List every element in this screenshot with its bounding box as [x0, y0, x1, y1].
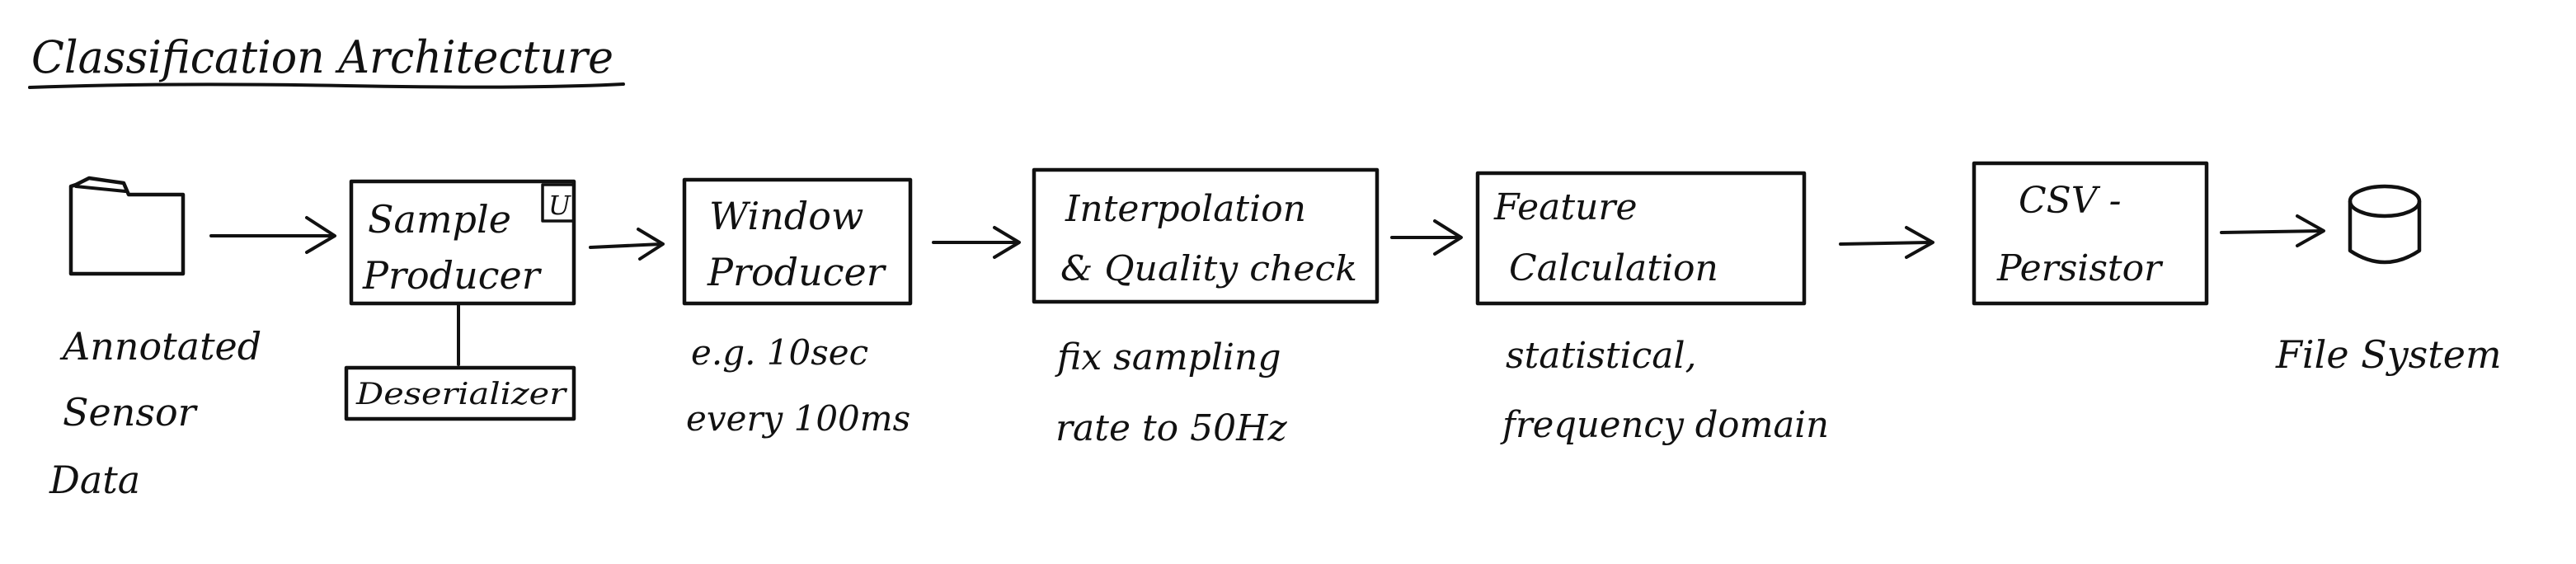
diagram-title: Classification Architecture: [31, 31, 613, 83]
source-label-line-3: Data: [49, 458, 140, 502]
feature-calculation-label-line-1: Feature: [1493, 186, 1638, 228]
arrow-source-to-sample-producer: [209, 216, 336, 254]
feature-calculation-box[interactable]: [1475, 171, 1807, 306]
csv-persistor-label-line-2: Persistor: [1996, 247, 2164, 289]
sample-producer-label-line-2: Producer: [362, 253, 543, 298]
source-label-line-1: Annotated: [59, 324, 261, 369]
deserializer-label: Deserializer: [355, 378, 567, 411]
file-system-label: File System: [2275, 332, 2502, 377]
window-producer-box[interactable]: [682, 177, 913, 306]
window-producer-label-line-1: Window: [709, 194, 863, 238]
sample-producer-node[interactable]: U Sample Producer: [349, 179, 576, 306]
csv-persistor-label-line-1: CSV -: [2019, 180, 2121, 222]
sample-producer-badge: U: [548, 190, 571, 221]
feature-calculation-label-line-2: Calculation: [1509, 247, 1718, 289]
window-producer-note-line-2: every 100ms: [686, 398, 910, 439]
folder-icon: [68, 176, 186, 276]
window-producer-note-line-1: e.g. 10sec: [691, 332, 868, 373]
deserializer-node[interactable]: Deserializer: [344, 365, 576, 421]
arrow-csv-persistor-to-file-system: [2220, 214, 2325, 247]
interpolation-label-line-1: Interpolation: [1065, 188, 1306, 230]
feature-calculation-note-line-1: statistical,: [1506, 335, 1697, 377]
feature-calculation-node[interactable]: Feature Calculation statistical, frequen…: [1475, 171, 1829, 446]
source-node: Annotated Sensor Data: [49, 176, 261, 502]
database-icon: [2348, 184, 2422, 265]
feature-calculation-note-line-2: frequency domain: [1500, 404, 1829, 446]
deserializer-box[interactable]: [344, 365, 576, 421]
arrow-interpolation-to-feature-calculation: [1390, 219, 1463, 256]
arrow-feature-calculation-to-csv-persistor: [1839, 226, 1934, 259]
interpolation-note-line-1: fix sampling: [1055, 336, 1281, 378]
sample-producer-label-line-1: Sample: [368, 197, 511, 242]
csv-persistor-box[interactable]: [1972, 161, 2209, 306]
arrow-window-producer-to-interpolation: [932, 226, 1021, 259]
file-system-node: File System: [2275, 184, 2502, 377]
window-producer-node[interactable]: Window Producer e.g. 10sec every 100ms: [682, 177, 913, 439]
window-producer-label-line-2: Producer: [707, 250, 887, 294]
title-group: Classification Architecture: [28, 31, 625, 89]
sample-producer-badge-box: [541, 183, 576, 223]
interpolation-label-line-2: & Quality check: [1060, 248, 1357, 289]
arrow-sample-producer-to-window-producer: [589, 228, 665, 261]
folder-tab-line: [74, 185, 127, 193]
csv-persistor-node[interactable]: CSV - Persistor: [1972, 161, 2209, 306]
interpolation-note-line-2: rate to 50Hz: [1055, 407, 1287, 449]
sample-producer-box[interactable]: [349, 179, 576, 306]
interpolation-box[interactable]: [1032, 167, 1380, 304]
title-underline: [28, 82, 625, 89]
interpolation-node[interactable]: Interpolation & Quality check fix sampli…: [1032, 167, 1380, 449]
source-label-line-2: Sensor: [63, 390, 199, 435]
